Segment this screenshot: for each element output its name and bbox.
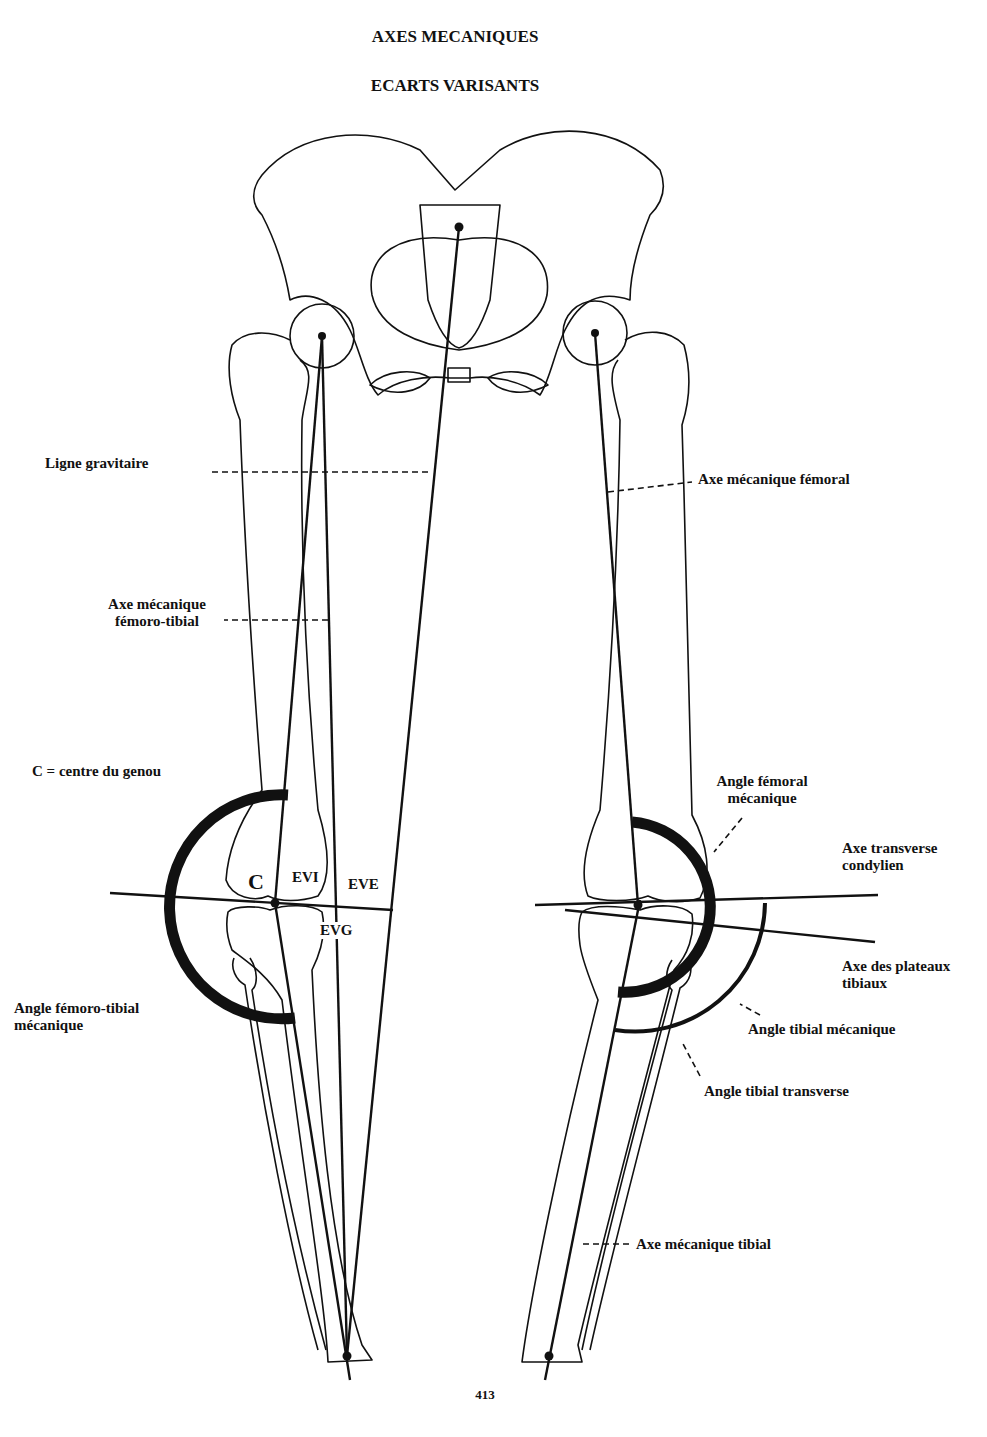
annotation-label: C = centre du genou xyxy=(30,763,234,780)
femur xyxy=(226,333,327,900)
annotation-label: Ligne gravitaire xyxy=(43,455,150,472)
annotation-label: EVI xyxy=(290,869,321,886)
annotation-label: Axe des plateaux tibiaux xyxy=(840,958,982,993)
transverse-line xyxy=(110,893,393,910)
angle-arc xyxy=(615,903,765,1032)
annotation-label: Angle tibial mécanique xyxy=(746,1021,970,1038)
fibula xyxy=(582,958,691,1350)
annotation-label: Angle tibial transverse xyxy=(702,1083,926,1100)
tibia xyxy=(522,906,693,1362)
plateau-axis xyxy=(565,910,875,942)
pelvis xyxy=(254,131,664,395)
annotation-label: Axe mécanique fémoral xyxy=(696,471,920,488)
annotation-label: C xyxy=(246,869,266,894)
annotation-label: Axe mécanique fémoro-tibial xyxy=(90,596,224,631)
femur xyxy=(584,332,707,901)
annotation-label: Angle fémoro-tibial mécanique xyxy=(12,1000,196,1035)
annotation-label: 413 xyxy=(473,1388,497,1403)
tibial-axis xyxy=(545,900,640,1380)
angle-arc xyxy=(170,795,295,1019)
obturator xyxy=(370,372,430,392)
symphysis xyxy=(448,368,470,382)
annotation-label: Angle fémoral mécanique xyxy=(708,773,816,808)
annotation-label: Axe transverse condylien xyxy=(840,840,982,875)
annotation-label: Axe mécanique tibial xyxy=(634,1236,858,1253)
femoro-tibial-axis xyxy=(322,336,347,1356)
annotation-label: EVE xyxy=(346,876,381,893)
tibia xyxy=(227,906,372,1362)
tibial-axis xyxy=(275,903,350,1380)
annotation-label: ECARTS VARISANTS xyxy=(369,76,541,96)
angle-arc xyxy=(618,822,710,992)
femoral-axis xyxy=(595,333,638,905)
annotation-label: EVG xyxy=(318,922,355,939)
obturator xyxy=(488,372,548,392)
sacrum xyxy=(420,205,500,348)
title: AXES MECANIQUES xyxy=(370,27,541,47)
femoral-head xyxy=(563,301,627,365)
pelvic-inlet xyxy=(371,238,547,350)
gravity-line xyxy=(347,227,459,1356)
